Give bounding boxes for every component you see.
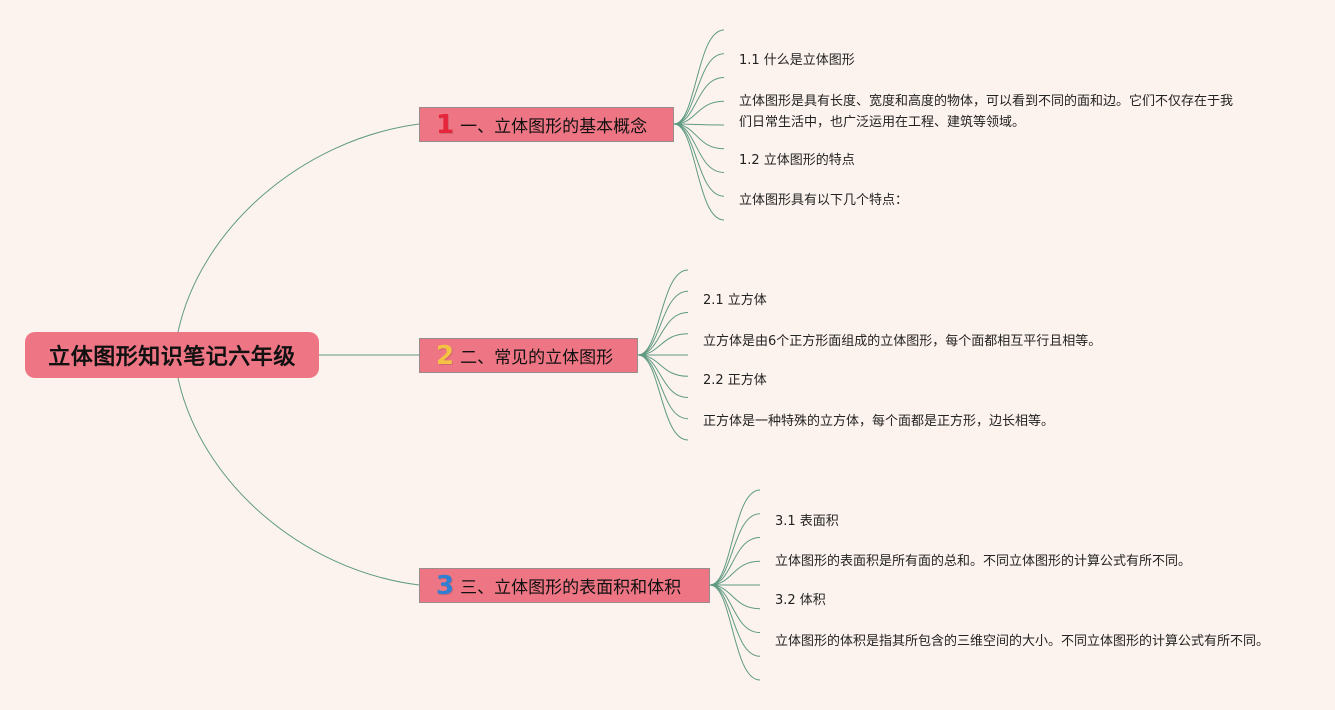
connector-branch-3-fan-7 [709,584,761,633]
connector-branch-2-fan-2 [637,290,689,356]
branch-label-2: 二、常见的立体图形 [460,348,614,368]
connector-branch-2-fan-1 [637,269,689,356]
number-1-icon: 1 [436,109,455,140]
connector-branch-3-fan-3 [709,537,761,586]
connector-branch-1-fan-1 [673,29,725,125]
number-3-icon: 3 [436,570,455,601]
leaf-1-2: 立体图形是具有长度、宽度和高度的物体，可以看到不同的面和边。它们不仅存在于我们日… [739,94,1234,130]
connector-branch-3-fan-2 [709,513,761,586]
leaf-1-4: 立体图形具有以下几个特点： [739,193,909,208]
branch-node-1[interactable]: 1 一、立体图形的基本概念 [419,107,674,142]
connector-branch-1-fan-8 [673,123,725,197]
connector-branch-3-fan-1 [709,489,761,586]
connector-branch-1-fan-4 [673,100,725,125]
branch-label-3: 三、立体图形的表面积和体积 [460,578,682,598]
connector-branch-1-fan-2 [673,53,725,125]
leaf-1-1: 1.1 什么是立体图形 [739,53,855,68]
connector-branch-3-fan-8 [709,584,761,657]
connector-branch-1-fan-9 [673,123,725,221]
leaf-2-1: 2.1 立方体 [703,293,767,308]
root-node[interactable]: 立体图形知识笔记六年级 [25,332,319,378]
branch-node-2[interactable]: 2 二、常见的立体图形 [419,338,638,373]
root-title: 立体图形知识笔记六年级 [48,345,296,370]
leaf-1-3: 1.2 立体图形的特点 [739,153,855,168]
connector-branch-1-fan-7 [673,123,725,173]
connector-branch-2-fan-7 [637,354,689,398]
connector-branch-2-fan-8 [637,354,689,420]
leaf-2-4: 正方体是一种特殊的立方体，每个面都是正方形，边长相等。 [703,414,1055,429]
connector-branch-2-fan-9 [637,354,689,441]
leaf-2-3: 2.2 正方体 [703,373,767,388]
leaf-3-1: 3.1 表面积 [775,514,839,529]
leaf-2-2: 立方体是由6个正方形面组成的立体图形，每个面都相互平行且相等。 [703,334,1102,349]
connector-branch-1-fan-3 [673,77,725,125]
branch-node-3[interactable]: 3 三、立体图形的表面积和体积 [419,568,710,603]
number-2-icon: 2 [436,340,455,371]
connector-branch-2-fan-4 [637,333,689,356]
connector-root-branch-3 [177,377,420,586]
leaf-3-3: 3.2 体积 [775,593,826,608]
connector-branch-3-fan-9 [709,584,761,681]
branch-label-1: 一、立体图形的基本概念 [460,117,648,137]
leaf-3-2: 立体图形的表面积是所有面的总和。不同立体图形的计算公式有所不同。 [775,554,1192,569]
leaf-3-4: 立体图形的体积是指其所包含的三维空间的大小。不同立体图形的计算公式有所不同。 [775,634,1270,649]
connector-branch-2-fan-3 [637,312,689,356]
connector-branch-3-fan-4 [709,560,761,586]
connector-root-branch-1 [177,123,420,333]
